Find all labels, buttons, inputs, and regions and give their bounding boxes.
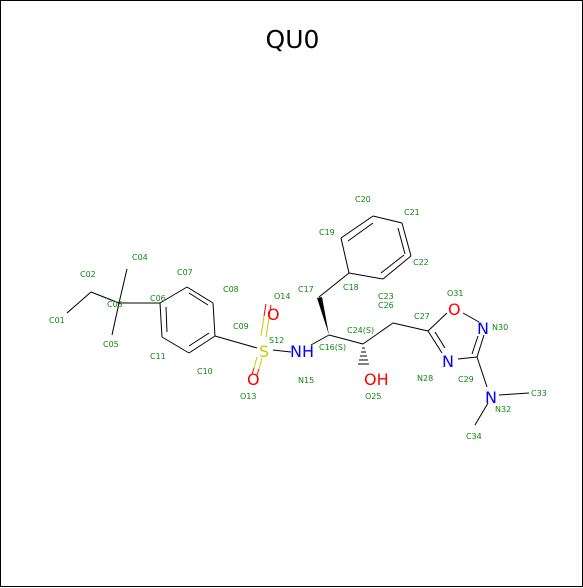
atom-label-n30: N30 [492, 323, 508, 332]
atom-label-c22: C22 [413, 258, 429, 267]
bond-o14-end [268, 304, 272, 318]
bond-c11-c06 [159, 302, 163, 338]
atom-N15-symbol: NH [290, 342, 314, 361]
bond-c06-c07 [159, 286, 188, 304]
atom-label-c10: C10 [197, 367, 213, 376]
bond-inner-5 [380, 254, 405, 274]
atom-label-c16: C16(S) [319, 343, 346, 352]
atom-O14-symbol: O [267, 305, 280, 324]
bond-c27-o31 [427, 312, 448, 332]
bond-s12-o13b [253, 356, 258, 369]
atom-label-c01: C01 [49, 316, 65, 325]
atom-label-c26: C26 [378, 301, 394, 310]
molecule-title: QU0 [265, 25, 320, 54]
atom-label-c23: C23 [378, 292, 394, 301]
bond-c29-n32 [476, 356, 488, 388]
bond-c01-c02 [66, 291, 92, 314]
bond-o31-n30 [462, 312, 480, 323]
atom-N30-symbol: N [477, 319, 489, 338]
atom-label-o14: O14 [274, 292, 290, 301]
atom-label-c06: C06 [150, 294, 166, 303]
wedge-c16-c17 [317, 297, 329, 335]
atom-label-c05: C05 [103, 340, 119, 349]
bond-c29-n28 [457, 356, 478, 360]
atom-N32-symbol: N [485, 388, 497, 407]
bond-c08-c09 [212, 302, 216, 337]
atom-label-c19: C19 [319, 228, 335, 237]
bond-n15-c16 [310, 334, 330, 346]
atom-label-c09: C09 [233, 322, 249, 331]
bond-c16-c24 [328, 334, 364, 345]
bond-c07-c08 [186, 286, 214, 304]
bond-c03-c04 [118, 268, 128, 304]
bond-s12-o13 [258, 357, 263, 370]
bond-o14-endb [263, 303, 267, 317]
bond-c26-c27 [392, 322, 429, 332]
atom-label-c08: C08 [223, 285, 239, 294]
atom-label-n15: N15 [298, 376, 314, 385]
bond-inner-7 [434, 331, 446, 349]
bond-inner-1 [188, 292, 209, 306]
bond-inner-6 [397, 227, 406, 255]
atom-label-c20: C20 [355, 195, 371, 204]
atom-label-c21: C21 [404, 208, 420, 217]
atom-label-c29: C29 [458, 375, 474, 384]
atom-label-c04: C04 [132, 253, 148, 262]
bond-c19-c20 [340, 215, 374, 239]
bond-c23-c18 [348, 272, 384, 280]
atom-label-n28: N28 [417, 374, 433, 383]
bond-inner-3 [165, 306, 168, 333]
bond-c09-s12 [214, 335, 258, 349]
bond-s12-o14b [260, 315, 265, 337]
bond-n30-c29 [476, 334, 485, 358]
atom-O31-symbol: O [448, 300, 461, 319]
atom-N28-symbol: N [442, 352, 454, 371]
hash-c24-o25 [358, 347, 369, 365]
bond-c22-c23 [382, 255, 412, 280]
bond-c09-c10 [188, 335, 216, 354]
bond-o13-endb [251, 367, 255, 375]
bond-c21-c22 [401, 222, 412, 257]
atom-label-c07: C07 [177, 268, 193, 277]
bond-c03-c05 [111, 302, 120, 336]
bond-c17-c18 [318, 272, 350, 298]
bond-c02-c03 [90, 291, 120, 304]
atom-label-c33: C33 [531, 389, 547, 398]
atom-label-c27: C27 [414, 312, 430, 321]
atom-label-c17: C17 [298, 285, 314, 294]
atom-label-o31: O31 [447, 289, 463, 298]
atom-label-s12: S12 [269, 336, 284, 345]
bond-n32-c34 [474, 402, 489, 426]
bond-inner-4 [347, 222, 374, 242]
atom-label-o25: O25 [365, 392, 381, 401]
bond-s12-n15 [272, 349, 292, 353]
atom-label-c11: C11 [150, 352, 166, 361]
atom-O25-symbol: OH [364, 370, 389, 389]
atom-label-o13: O13 [240, 392, 256, 401]
bond-c18-c19 [340, 237, 350, 274]
bond-o13-end [256, 368, 260, 376]
atom-label-c34: C34 [466, 432, 482, 441]
atom-label-c02: C02 [80, 270, 96, 279]
atom-label-c18: C18 [343, 283, 359, 292]
bond-s12-o14 [265, 316, 270, 338]
bond-c10-c11 [161, 336, 190, 354]
bond-inner-2 [188, 332, 210, 347]
bond-c24-c26 [362, 322, 394, 345]
bond-inner-8 [471, 335, 479, 355]
atom-label-c24: C24(S) [347, 326, 374, 335]
atom-O13-symbol: O [247, 370, 260, 389]
atom-label-n32: N32 [495, 405, 511, 414]
bond-c20-c21 [372, 215, 403, 224]
atom-label-c03: C03 [107, 300, 123, 309]
bond-n32-c33 [498, 392, 530, 396]
atom-S12-symbol: S [259, 342, 269, 361]
bond-n28-c27 [427, 330, 443, 354]
